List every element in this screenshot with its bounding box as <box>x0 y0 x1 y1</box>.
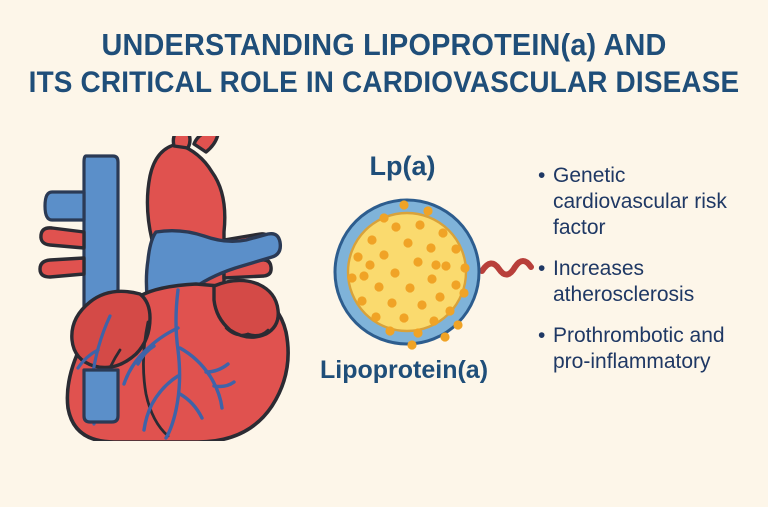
interventricular-groove <box>142 320 170 438</box>
key-facts-list: • Genetic cardiovascular risk factor • I… <box>538 163 754 375</box>
inferior-vena-cava <box>82 368 120 424</box>
aortic-branch-1 <box>171 130 192 150</box>
vena-cava-branch <box>43 190 86 222</box>
title-line-1: UNDERSTANDING LIPOPROTEIN(a) AND <box>101 27 667 62</box>
fact-text: Genetic cardiovascular risk factor <box>553 164 727 239</box>
apolipoprotein-a-tail <box>479 258 534 278</box>
right-auricle <box>212 278 280 339</box>
left-artery-lower <box>38 256 86 279</box>
bullet-icon: • <box>538 164 546 187</box>
coronary-veins <box>122 288 236 440</box>
fact-text: Prothrombotic and pro-inflammatory <box>553 324 725 373</box>
cholesterol-dots <box>347 200 470 350</box>
title-line-2: ITS CRITICAL ROLE IN CARDIOVASCULAR DISE… <box>28 66 740 99</box>
auricle-scallop-2 <box>246 328 270 337</box>
bullet-icon: • <box>538 257 546 280</box>
particle-label-top: Lp(a) <box>369 151 436 181</box>
list-item: • Increases atherosclerosis <box>538 256 754 308</box>
left-artery-upper <box>39 226 86 250</box>
page-title: UNDERSTANDING LIPOPROTEIN(a) AND ITS CRI… <box>0 26 768 102</box>
list-item: • Prothrombotic and pro-inflammatory <box>538 323 754 375</box>
list-item: • Genetic cardiovascular risk factor <box>538 163 754 241</box>
fact-text: Increases atherosclerosis <box>553 257 695 306</box>
heart-illustration <box>28 130 318 444</box>
aortic-branch-2 <box>192 130 220 154</box>
bullet-icon: • <box>538 324 546 347</box>
particle-label-bottom: Lipoprotein(a) <box>319 356 489 384</box>
heart-svg <box>38 130 290 444</box>
lipoprotein-particle-illustration <box>300 145 550 395</box>
auricle-scallop-1 <box>224 326 250 337</box>
particle-svg <box>333 198 534 350</box>
